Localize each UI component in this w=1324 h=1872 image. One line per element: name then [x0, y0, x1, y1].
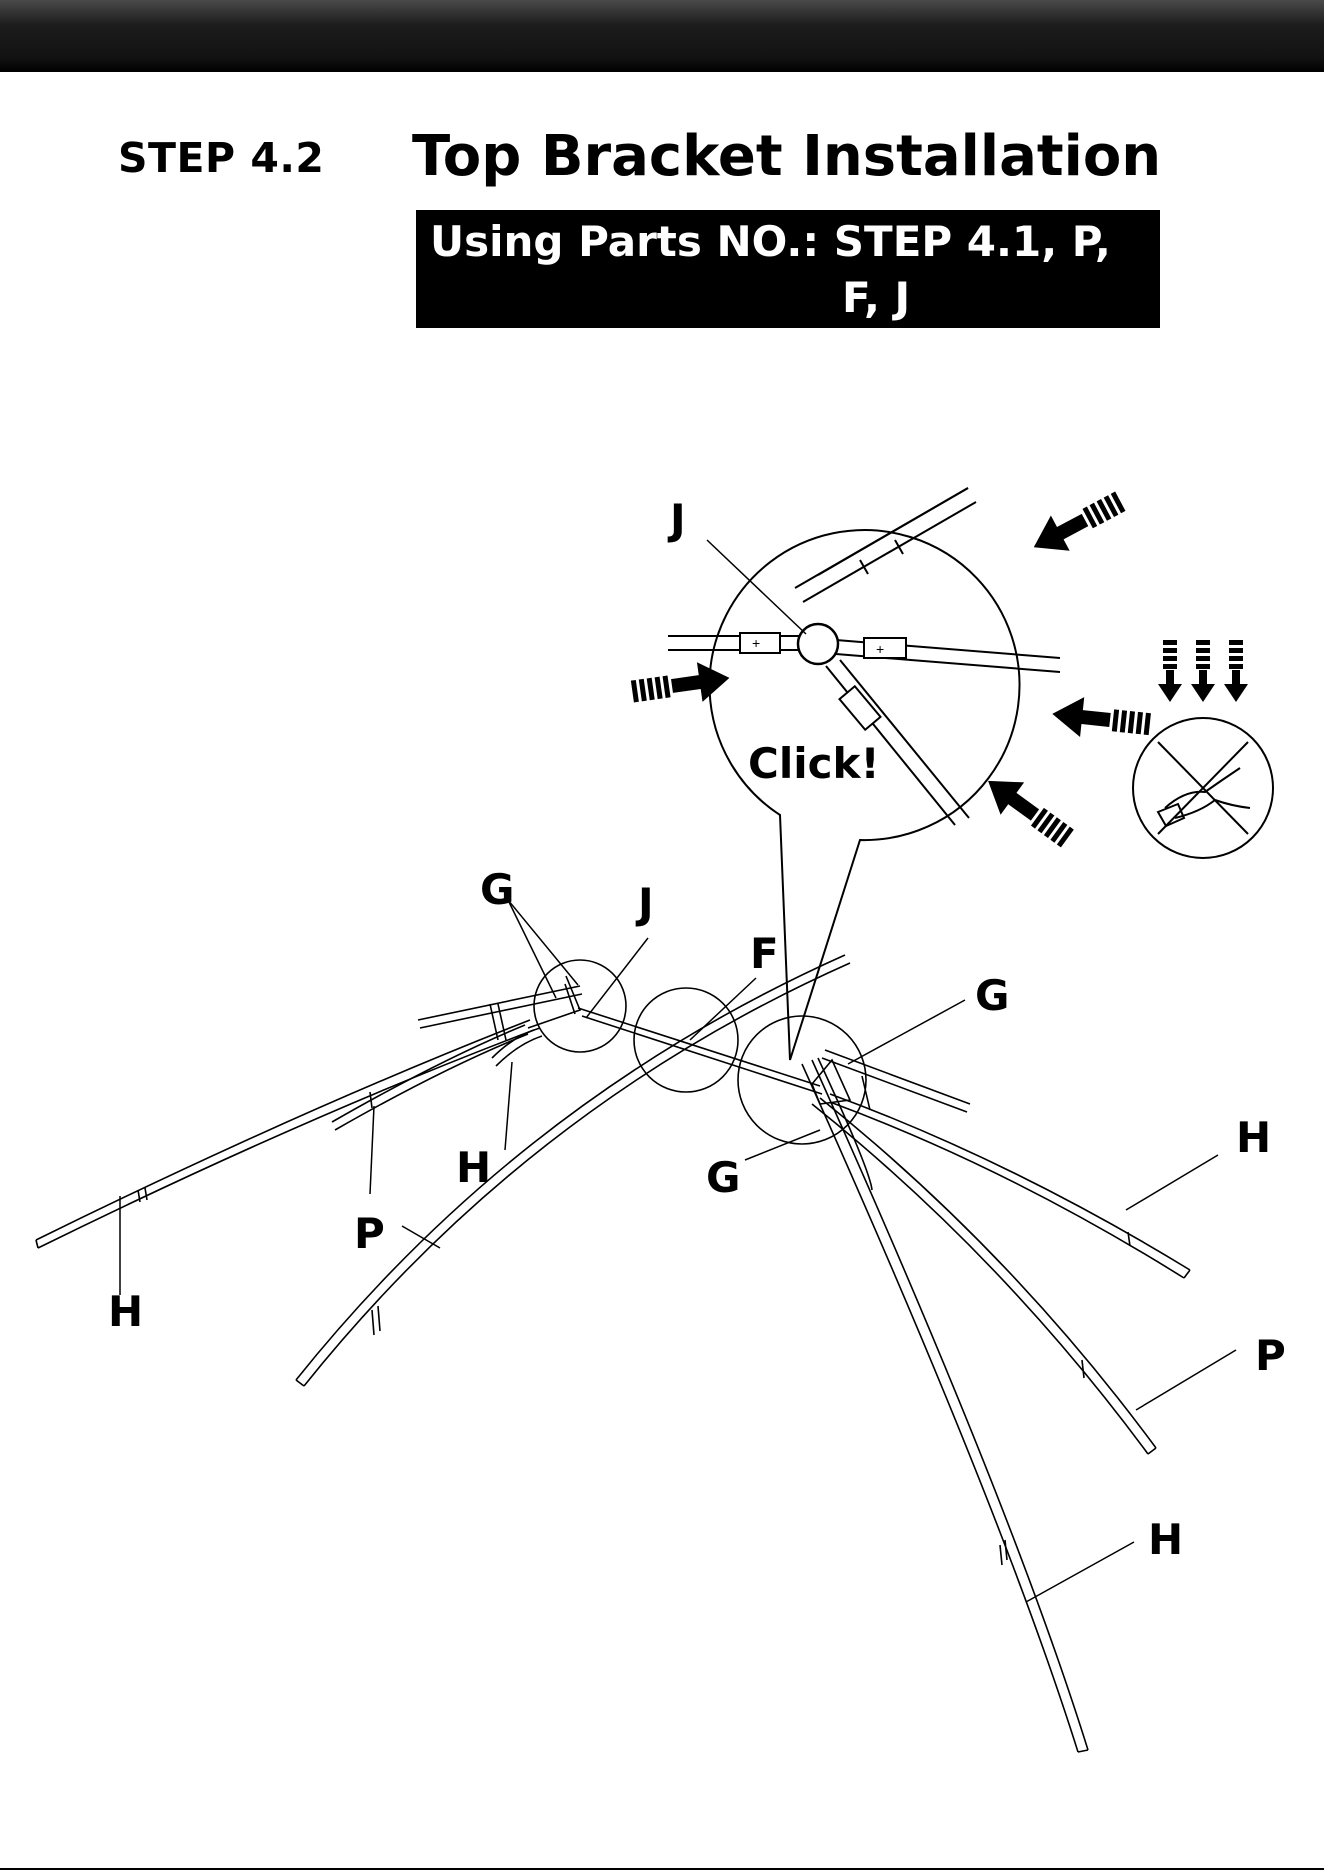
frame-tubes [36, 955, 1190, 1752]
callout-bubble [710, 530, 1020, 1060]
label-j-top: J [667, 495, 686, 544]
label-f: F [750, 929, 779, 978]
label-j-mid: J [635, 879, 654, 928]
leader-lines [120, 540, 1236, 1602]
svg-text:+: + [752, 635, 760, 651]
push-arrow-icon [976, 765, 1079, 855]
label-h-left: H [108, 1287, 143, 1336]
label-h-bottom: H [1148, 1515, 1183, 1564]
label-g-left: G [480, 865, 514, 914]
label-g-lower: G [706, 1153, 740, 1202]
press-down-arrows-icon [1158, 640, 1248, 702]
no-hand-prohibited-icon [1133, 718, 1273, 858]
push-arrow-icon [1024, 484, 1129, 565]
bottom-rule [0, 1868, 1324, 1870]
click-callout-text: Click! [748, 739, 880, 788]
push-arrow-icon [1050, 694, 1152, 744]
label-g-right: G [975, 971, 1009, 1020]
label-h-right: H [1236, 1113, 1271, 1162]
label-p-right: P [1255, 1331, 1286, 1380]
label-p-left: P [354, 1209, 385, 1258]
label-h-mid: H [456, 1143, 491, 1192]
svg-text:+: + [876, 641, 884, 657]
